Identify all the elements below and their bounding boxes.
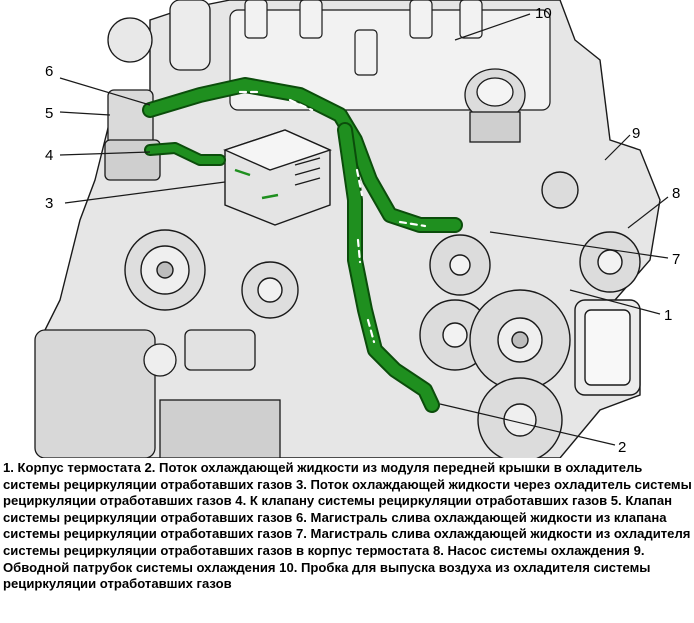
oil-cooler	[574, 299, 641, 396]
leader-lines	[59, 13, 669, 446]
coolant-path	[142, 77, 463, 413]
callout-8: 8	[672, 185, 680, 202]
callout-2: 2	[618, 439, 626, 456]
lower-left-parts	[34, 329, 281, 458]
callout-4: 4	[45, 147, 53, 164]
callout-10: 10	[535, 5, 552, 22]
figure-caption: 1. Корпус термостата 2. Поток охлаждающе…	[3, 460, 692, 592]
callout-7: 7	[672, 251, 680, 268]
egr-cooler	[223, 129, 332, 226]
callout-1: 1	[664, 307, 672, 324]
oil-cap	[464, 68, 526, 143]
callout-labels: 6 5 4 3 10 9 8 7 1 2	[45, 5, 680, 456]
callout-3: 3	[45, 195, 53, 212]
cooler-flow-arrows	[234, 168, 279, 200]
callout-6: 6	[45, 63, 53, 80]
callout-9: 9	[632, 125, 640, 142]
engine-diagram: 6 5 4 3 10 9 8 7 1 2	[34, 0, 681, 458]
turbocharger	[124, 229, 299, 319]
callout-5: 5	[45, 105, 53, 122]
